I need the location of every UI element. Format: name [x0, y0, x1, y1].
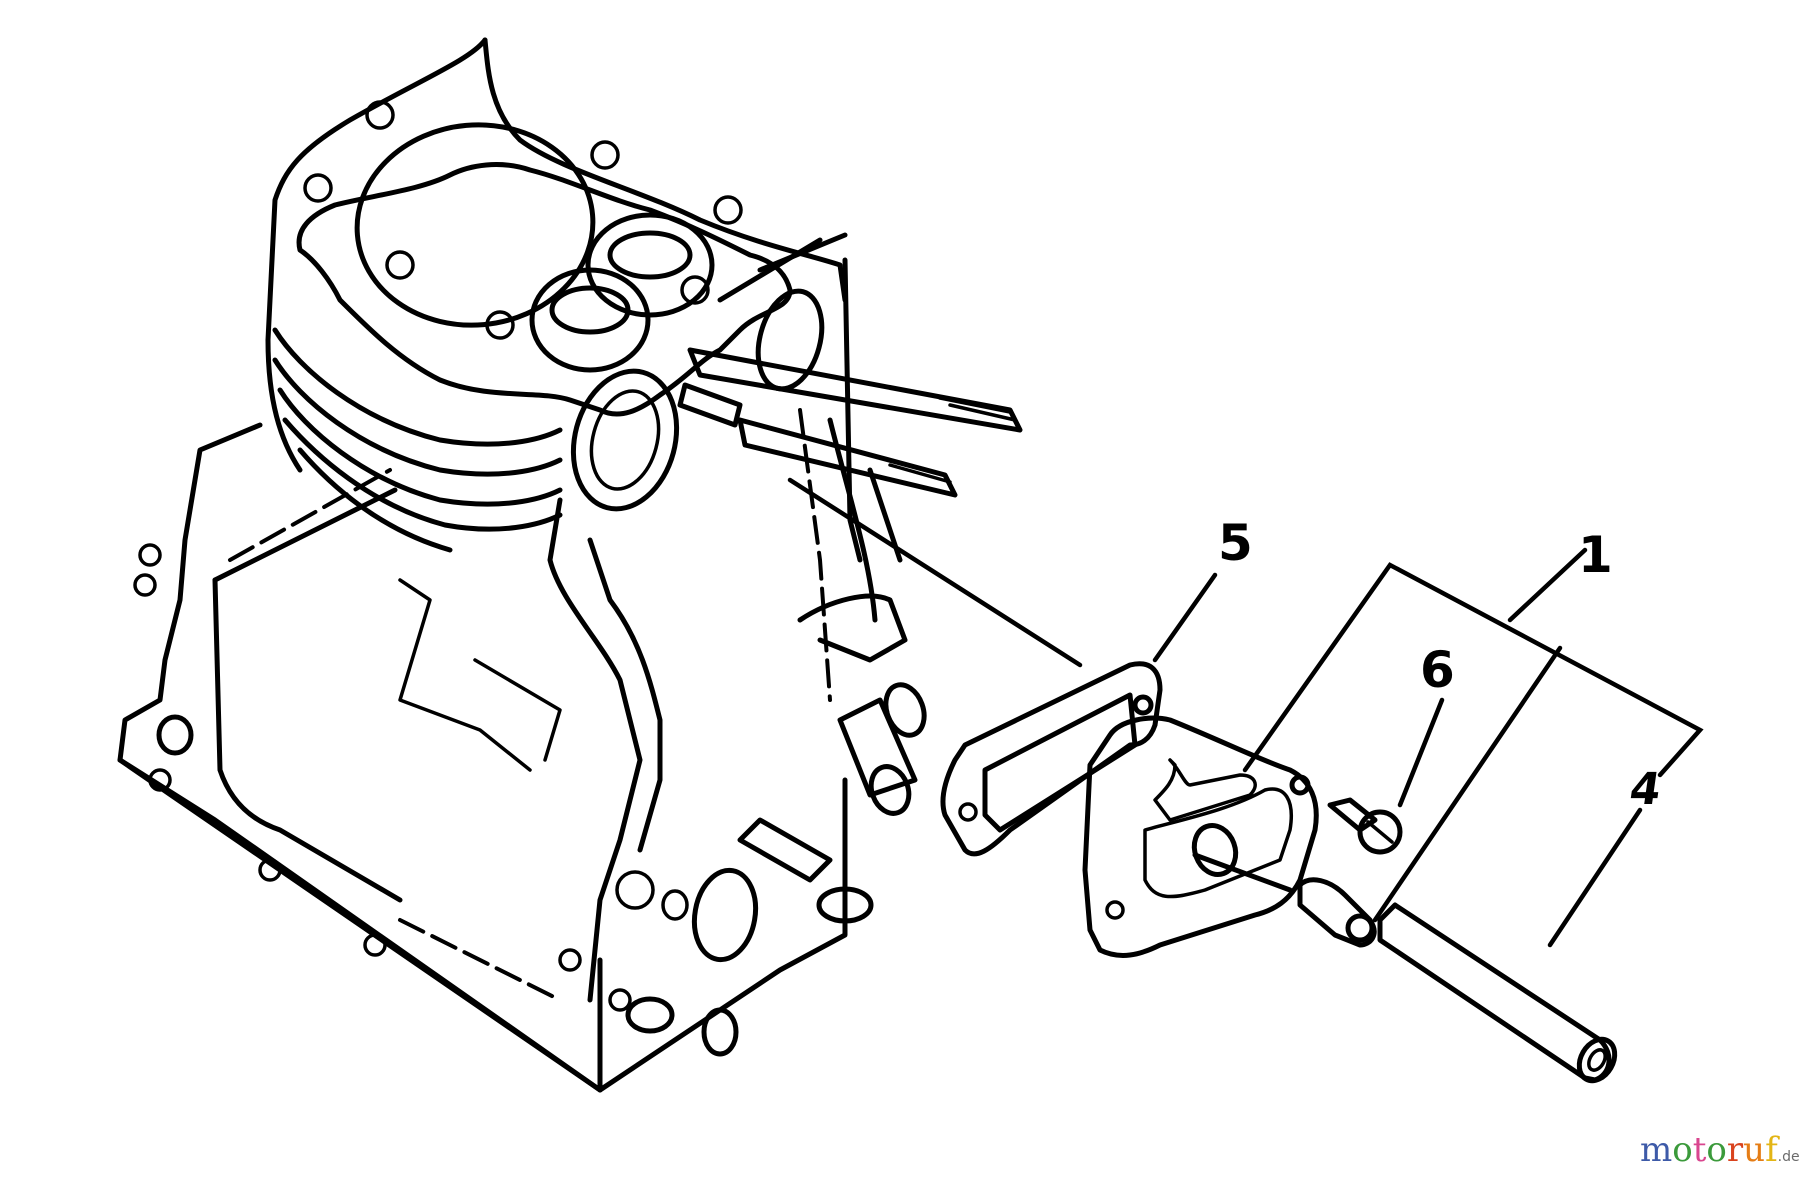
watermark-letter: r	[1726, 1130, 1744, 1170]
part-6-bolt	[1327, 797, 1403, 855]
callout-label-part-6: 6	[1420, 641, 1455, 699]
part-5-gasket	[940, 661, 1163, 857]
breather-valve	[1192, 852, 1377, 948]
callout-label-part-5: 5	[1218, 514, 1253, 572]
watermark-letter: m	[1640, 1130, 1673, 1170]
callout-label-part-1: 1	[1578, 526, 1613, 584]
watermark-letter: o	[1672, 1130, 1693, 1170]
part-4-breather-tube	[1377, 902, 1618, 1084]
watermark-tld: .de	[1777, 1149, 1800, 1165]
watermark-letter: t	[1692, 1130, 1707, 1170]
part-1-breather-cover	[1082, 715, 1319, 958]
leader-lines	[787, 477, 1704, 948]
watermark-letter: u	[1743, 1130, 1766, 1170]
motoruf-watermark-logo: motoruf.de	[1640, 1130, 1800, 1170]
watermark-letter: o	[1706, 1130, 1727, 1170]
callout-label-part-4: 4	[1626, 764, 1665, 815]
watermark-letter: f	[1765, 1130, 1778, 1170]
engine-block	[117, 37, 1023, 1093]
